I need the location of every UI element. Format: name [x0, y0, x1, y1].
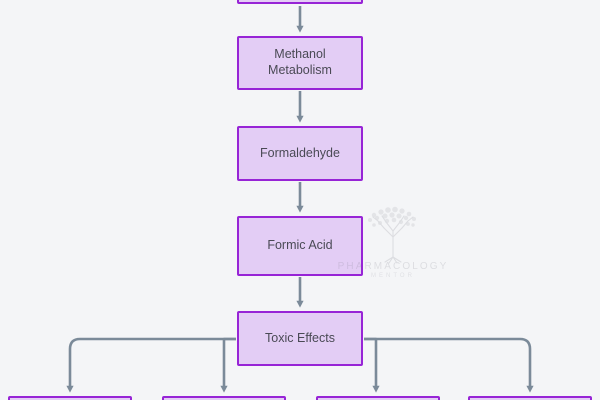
node-effect-2-clipped[interactable] — [162, 396, 286, 400]
node-formaldehyde[interactable]: Formaldehyde — [237, 126, 363, 181]
node-methanol-metabolism[interactable]: Methanol Metabolism — [237, 36, 363, 90]
edge-n4-n5 — [66, 337, 236, 393]
node-formic-acid[interactable]: Formic Acid — [237, 216, 363, 276]
node-toxic-effects[interactable]: Toxic Effects — [237, 311, 363, 366]
node-label: Formaldehyde — [260, 145, 340, 160]
edge-n4-n6 — [220, 337, 236, 393]
node-effect-3-clipped[interactable] — [316, 396, 440, 400]
node-effect-4-clipped[interactable] — [468, 396, 592, 400]
node-label: Methanol Metabolism — [268, 47, 332, 77]
node-effect-1-clipped[interactable] — [8, 396, 132, 400]
edge-n4-n7 — [364, 337, 380, 393]
node-label: Toxic Effects — [265, 330, 335, 345]
node-top-clipped[interactable] — [237, 0, 363, 4]
node-label: Formic Acid — [267, 238, 333, 253]
edge-n4-n8 — [364, 337, 534, 393]
